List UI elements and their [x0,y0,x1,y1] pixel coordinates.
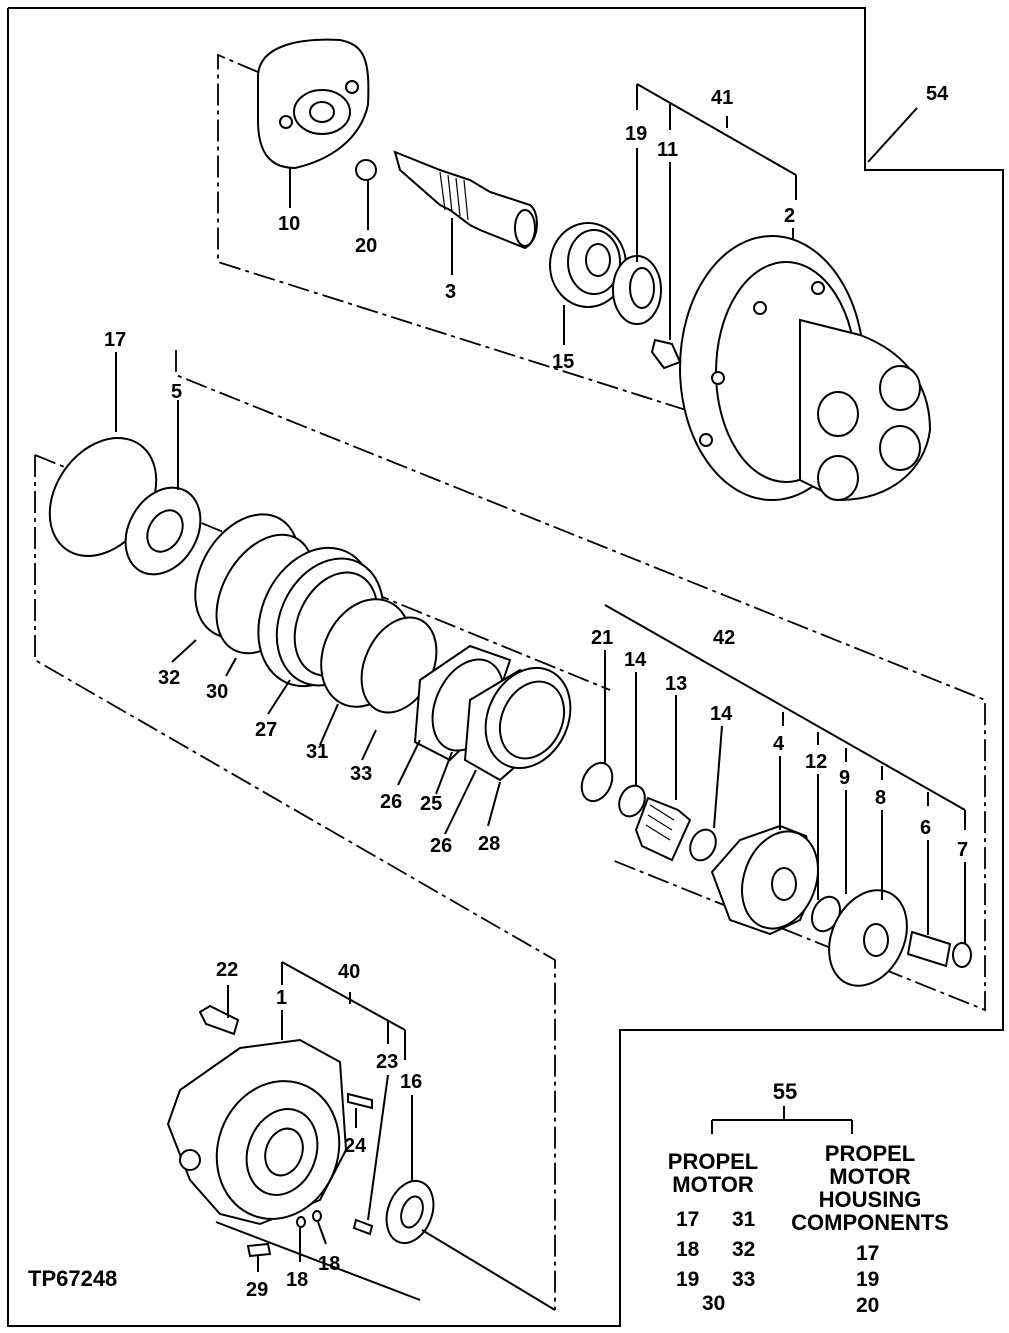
part-2-housing [679,235,932,502]
callout-29: 29 [246,1279,268,1301]
part-11-plug [650,338,682,370]
legend-left-value: 30 [702,1292,726,1315]
part-6-piston [906,930,952,968]
callout-13: 13 [665,673,687,695]
callout-19: 19 [625,123,647,145]
legend-left-value: 17 [676,1208,700,1231]
callout-21: 21 [591,627,613,649]
callout-41: 41 [711,87,733,109]
part-4-cylinder-block [710,824,820,936]
part-29-plug [246,1242,272,1258]
part-28-ring [484,666,572,770]
legend-left-value: 31 [732,1208,756,1231]
callout-27: 27 [255,719,277,741]
part-7-shoe [952,942,972,968]
part-20-ball [355,159,377,181]
part-5-valve-plate [124,486,202,576]
callout-15: 15 [552,351,574,373]
callout-4: 4 [773,733,785,755]
callout-26a: 26 [380,791,402,813]
diagram-border [7,7,1004,1327]
callout-54: 54 [926,83,949,105]
legend-right-value: 19 [856,1268,880,1291]
callout-1: 1 [276,987,287,1009]
legend-right-value: 17 [856,1242,880,1265]
legend-right-heading: PROPEL MOTOR HOUSING COMPONENTS [780,1142,960,1234]
right-heading-line-1: PROPEL [824,1141,916,1166]
callout-32: 32 [158,667,180,689]
callout-12: 12 [805,751,827,773]
leader-54 [867,107,918,163]
callout-7: 7 [957,839,968,861]
callout-40: 40 [338,961,360,983]
callout-3: 3 [445,281,456,303]
part-10-drum [257,38,370,170]
callout-26b: 26 [430,835,452,857]
callout-5: 5 [171,381,182,403]
callout-30: 30 [206,681,228,703]
legend-left-value: 33 [732,1268,756,1291]
callout-17: 17 [104,329,126,351]
right-heading-line-4: COMPONENTS [791,1210,949,1235]
callout-14a: 14 [624,649,647,671]
part-14-washer-a [618,784,646,818]
callout-14b: 14 [710,703,733,725]
callout-11: 11 [657,139,678,161]
legend-left-heading: PROPEL MOTOR [658,1150,768,1196]
callout-6: 6 [920,817,931,839]
callout-16: 16 [400,1071,422,1093]
callout-20: 20 [355,235,377,257]
figure-id: TP67248 [28,1266,118,1291]
part-21-snap-ring [580,761,614,803]
callout-33: 33 [350,763,372,785]
callout-25: 25 [420,793,442,815]
part-16-bearing [385,1180,435,1244]
part-24-pin [347,1092,373,1110]
part-15-bearing [549,222,627,308]
callout-42: 42 [713,627,735,649]
callout-9: 9 [839,767,850,789]
part-14-washer-b [689,828,717,862]
left-heading-line-1: PROPEL [667,1149,759,1174]
callout-18a: 18 [286,1269,308,1291]
part-8-retainer-plate [828,889,908,987]
part-22-bolt [198,1004,240,1036]
callout-31: 31 [306,741,328,763]
part-1-end-cover [166,1038,348,1226]
callout-22: 22 [216,959,238,981]
callout-10: 10 [278,213,300,235]
legend-left-value: 18 [676,1238,700,1261]
left-heading-line-2: MOTOR [672,1172,754,1197]
part-23-pin [352,1218,374,1236]
parts-legend: 55 PROPEL MOTOR PROPEL MOTOR HOUSING COM… [620,1032,1005,1327]
callout-28: 28 [478,833,500,855]
legend-left-value: 19 [676,1268,700,1291]
assembly-outline-top [217,53,687,411]
callout-8: 8 [875,787,886,809]
callout-23: 23 [376,1051,398,1073]
legend-number: 55 [772,1079,798,1104]
part-18-o-ring-b [312,1210,322,1222]
callout-24: 24 [344,1135,367,1157]
part-13-spring [634,796,692,862]
callout-2: 2 [784,205,795,227]
callout-18b: 18 [318,1253,340,1275]
right-heading-line-3: HOUSING [818,1187,922,1212]
right-heading-line-2: MOTOR [829,1164,911,1189]
legend-left-value: 32 [732,1238,756,1261]
legend-right-value: 20 [856,1294,880,1317]
part-3-shaft [393,150,538,250]
part-18-o-ring-a [296,1216,306,1228]
part-19-seal [612,255,662,325]
